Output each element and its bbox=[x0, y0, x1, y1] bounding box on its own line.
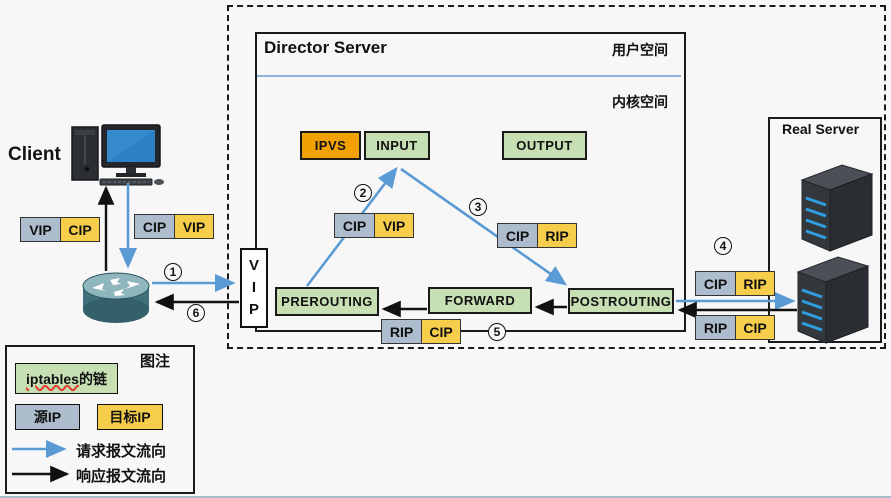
step-circle-3: 3 bbox=[469, 198, 487, 216]
legend-response-flow-label: 响应报文流向 bbox=[76, 468, 167, 485]
source-ip-cell: CIP bbox=[134, 214, 174, 239]
packet-box-from-real-server: RIP CIP bbox=[695, 315, 775, 340]
source-ip-cell: CIP bbox=[497, 223, 537, 248]
legend-dest-ip-chip: 目标IP bbox=[97, 404, 163, 430]
director-title: Director Server bbox=[264, 38, 387, 57]
source-ip-cell: RIP bbox=[695, 315, 735, 340]
user-space-label: 用户空间 bbox=[612, 42, 668, 58]
ipvs-box: IPVS bbox=[300, 131, 361, 160]
step-circle-1: 1 bbox=[164, 263, 182, 281]
packet-box-director-response: RIP CIP bbox=[381, 319, 461, 344]
vip-interface-box: V I P bbox=[240, 248, 268, 328]
legend-iptables-word: iptables bbox=[26, 370, 79, 387]
server-icon bbox=[796, 256, 870, 344]
packet-box-client-response: VIP CIP bbox=[20, 217, 100, 242]
legend-request-flow-label: 请求报文流向 bbox=[76, 443, 167, 460]
client-computer-icon bbox=[71, 124, 164, 186]
dest-ip-cell: RIP bbox=[735, 271, 775, 296]
legend-chain-suffix: 的链 bbox=[78, 370, 107, 387]
packet-box-prerouting-to-input: CIP VIP bbox=[334, 213, 414, 238]
legend-box bbox=[5, 345, 195, 494]
source-ip-cell: CIP bbox=[334, 213, 374, 238]
server-icon bbox=[800, 164, 874, 252]
source-ip-cell: VIP bbox=[20, 217, 60, 242]
dest-ip-cell: VIP bbox=[374, 213, 414, 238]
input-chain-box: INPUT bbox=[364, 131, 430, 160]
dest-ip-cell: CIP bbox=[735, 315, 775, 340]
dest-ip-cell: RIP bbox=[537, 223, 577, 248]
prerouting-chain-box: PREROUTING bbox=[275, 287, 379, 316]
postrouting-chain-box: POSTROUTING bbox=[568, 288, 674, 314]
user-kernel-divider bbox=[257, 75, 681, 77]
legend-title: 图注 bbox=[140, 353, 171, 370]
director-dashed-boundary bbox=[227, 5, 886, 349]
director-server-box bbox=[255, 32, 686, 332]
router-icon bbox=[82, 272, 150, 323]
packet-box-to-real-server: CIP RIP bbox=[695, 271, 775, 296]
vip-letter: V bbox=[248, 257, 259, 274]
source-ip-cell: CIP bbox=[695, 271, 735, 296]
step-circle-6: 6 bbox=[187, 304, 205, 322]
vip-letter: I bbox=[251, 279, 257, 296]
dest-ip-cell: VIP bbox=[174, 214, 214, 239]
client-label: Client bbox=[8, 144, 61, 165]
vip-letter: P bbox=[248, 301, 259, 318]
legend-source-ip-chip: 源IP bbox=[15, 404, 80, 430]
packet-box-client-request: CIP VIP bbox=[134, 214, 214, 239]
source-ip-cell: RIP bbox=[381, 319, 421, 344]
kernel-space-label: 内核空间 bbox=[612, 94, 668, 110]
step-circle-5: 5 bbox=[488, 323, 506, 341]
dest-ip-cell: CIP bbox=[60, 217, 100, 242]
output-chain-box: OUTPUT bbox=[502, 131, 587, 160]
step-circle-2: 2 bbox=[354, 184, 372, 202]
real-server-title: Real Server bbox=[782, 121, 860, 137]
packet-box-input-to-postrouting: CIP RIP bbox=[497, 223, 577, 248]
dest-ip-cell: CIP bbox=[421, 319, 461, 344]
step-circle-4: 4 bbox=[714, 237, 732, 255]
forward-chain-box: FORWARD bbox=[428, 287, 532, 314]
